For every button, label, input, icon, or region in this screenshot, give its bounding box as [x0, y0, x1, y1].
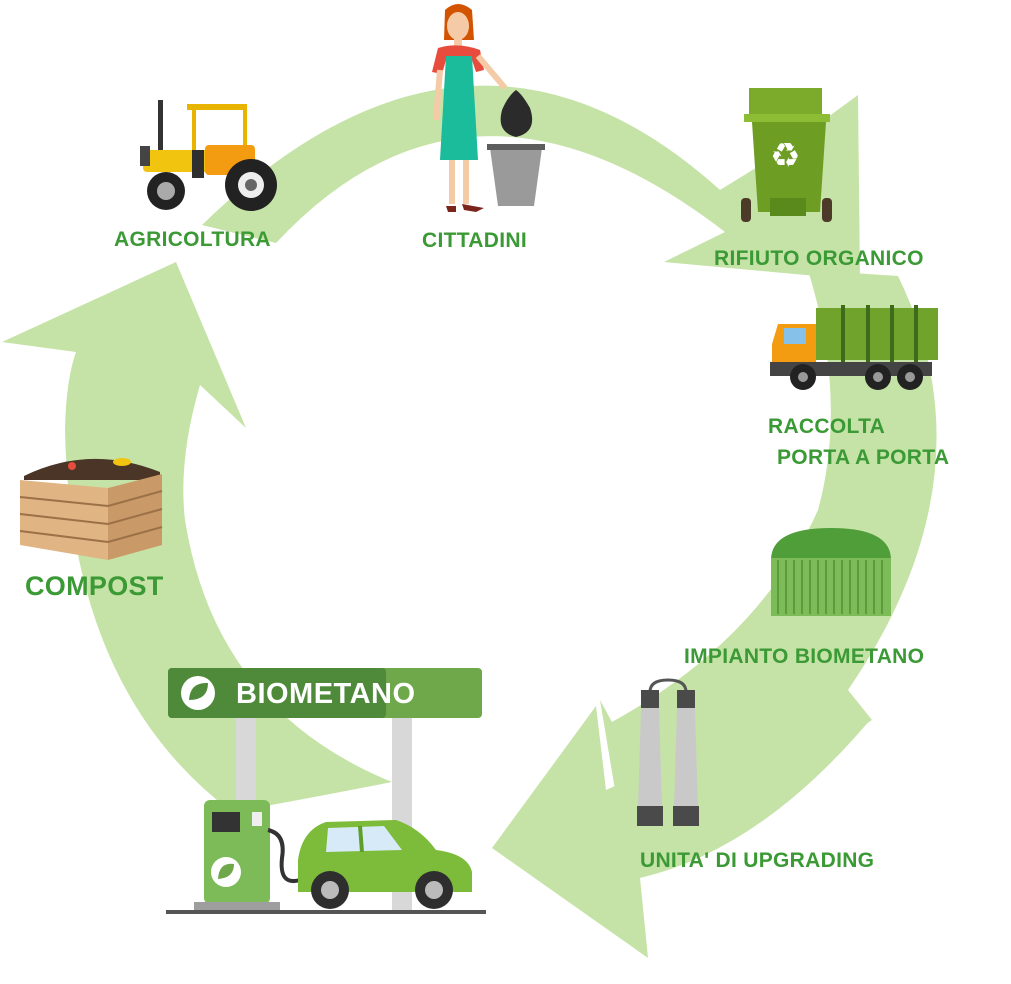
- step-label-rifiuto-organico: RIFIUTO ORGANICO: [714, 247, 924, 270]
- step-label-unita-upgrading: UNITA' DI UPGRADING: [640, 849, 875, 872]
- step-label-raccolta-line2: PORTA A PORTA: [777, 446, 950, 469]
- station-sign-label: BIOMETANO: [236, 678, 416, 710]
- car-icon: [298, 820, 472, 909]
- upgrading-towers-icon: [637, 678, 699, 826]
- step-label-cittadini: CITTADINI: [422, 229, 527, 252]
- step-label-agricoltura: AGRICOLTURA: [114, 228, 271, 251]
- arrow-top: [202, 85, 860, 280]
- tractor-icon: [140, 100, 277, 211]
- garbage-truck-icon: [770, 305, 938, 390]
- step-label-compost: COMPOST: [25, 571, 164, 601]
- organic-waste-bin-icon: ♻: [741, 88, 832, 222]
- step-label-raccolta-line1: RACCOLTA: [768, 415, 886, 438]
- leaf-icon: [218, 863, 234, 879]
- arrow-left: [2, 262, 392, 812]
- biomethane-station-sign: [168, 668, 482, 912]
- woman-with-trash-icon: [432, 4, 545, 212]
- recycle-icon: ♻: [770, 136, 800, 176]
- biomethane-station-icon: [166, 800, 486, 914]
- step-label-impianto-biometano: IMPIANTO BIOMETANO: [684, 645, 925, 668]
- biomethane-plant-icon: [771, 528, 891, 616]
- compost-crate-icon: [19, 458, 163, 560]
- leaf-icon: [189, 682, 208, 700]
